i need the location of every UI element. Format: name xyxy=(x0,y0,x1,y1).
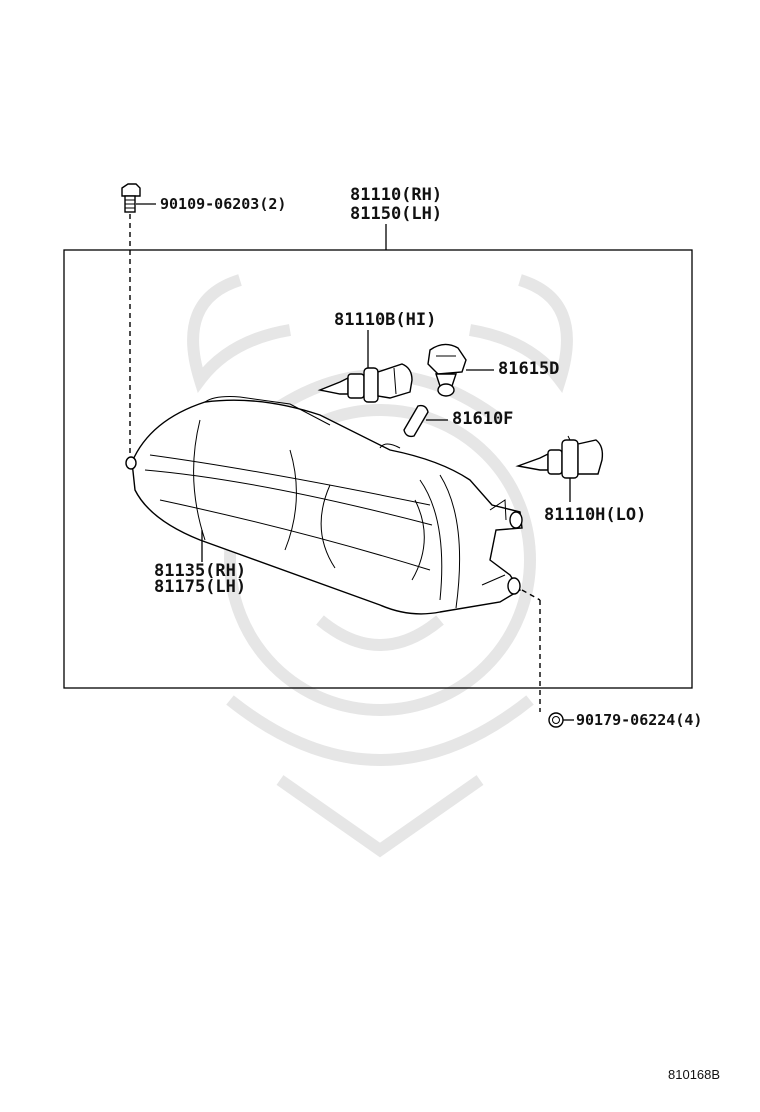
label-wedge-bulb: 81610F xyxy=(452,409,513,429)
wedge-bulb-icon xyxy=(403,404,429,438)
mounting-stud-upper-icon xyxy=(509,511,523,529)
nut-dashed-path xyxy=(521,589,541,601)
mounting-stud-lower-icon xyxy=(507,577,521,595)
assembly-frame xyxy=(63,249,693,689)
nut-icon xyxy=(548,712,564,728)
label-lens-rh: 81135(RH) xyxy=(154,561,246,581)
label-assembly-lh: 81150(LH) xyxy=(350,204,442,224)
figure-number: 810168B xyxy=(668,1067,720,1082)
label-nut: 90179-06224(4) xyxy=(576,711,702,729)
label-lens-lh: 81175(LH) xyxy=(154,577,246,597)
label-assembly-rh: 81110(RH) xyxy=(350,185,442,205)
label-socket: 81615D xyxy=(498,359,559,379)
mounting-stud-left-icon xyxy=(125,456,137,470)
label-bolt: 90109-06203(2) xyxy=(160,195,286,213)
bulb-lo-icon xyxy=(515,435,604,479)
bolt-icon xyxy=(121,183,141,213)
watermark-emblem xyxy=(187,274,573,858)
label-bulb-lo: 81110H(LO) xyxy=(544,505,646,525)
bulb-hi-icon xyxy=(317,363,413,403)
socket-icon xyxy=(427,343,467,397)
headlamp-housing xyxy=(131,396,523,615)
label-bulb-hi: 81110B(HI) xyxy=(334,310,436,330)
